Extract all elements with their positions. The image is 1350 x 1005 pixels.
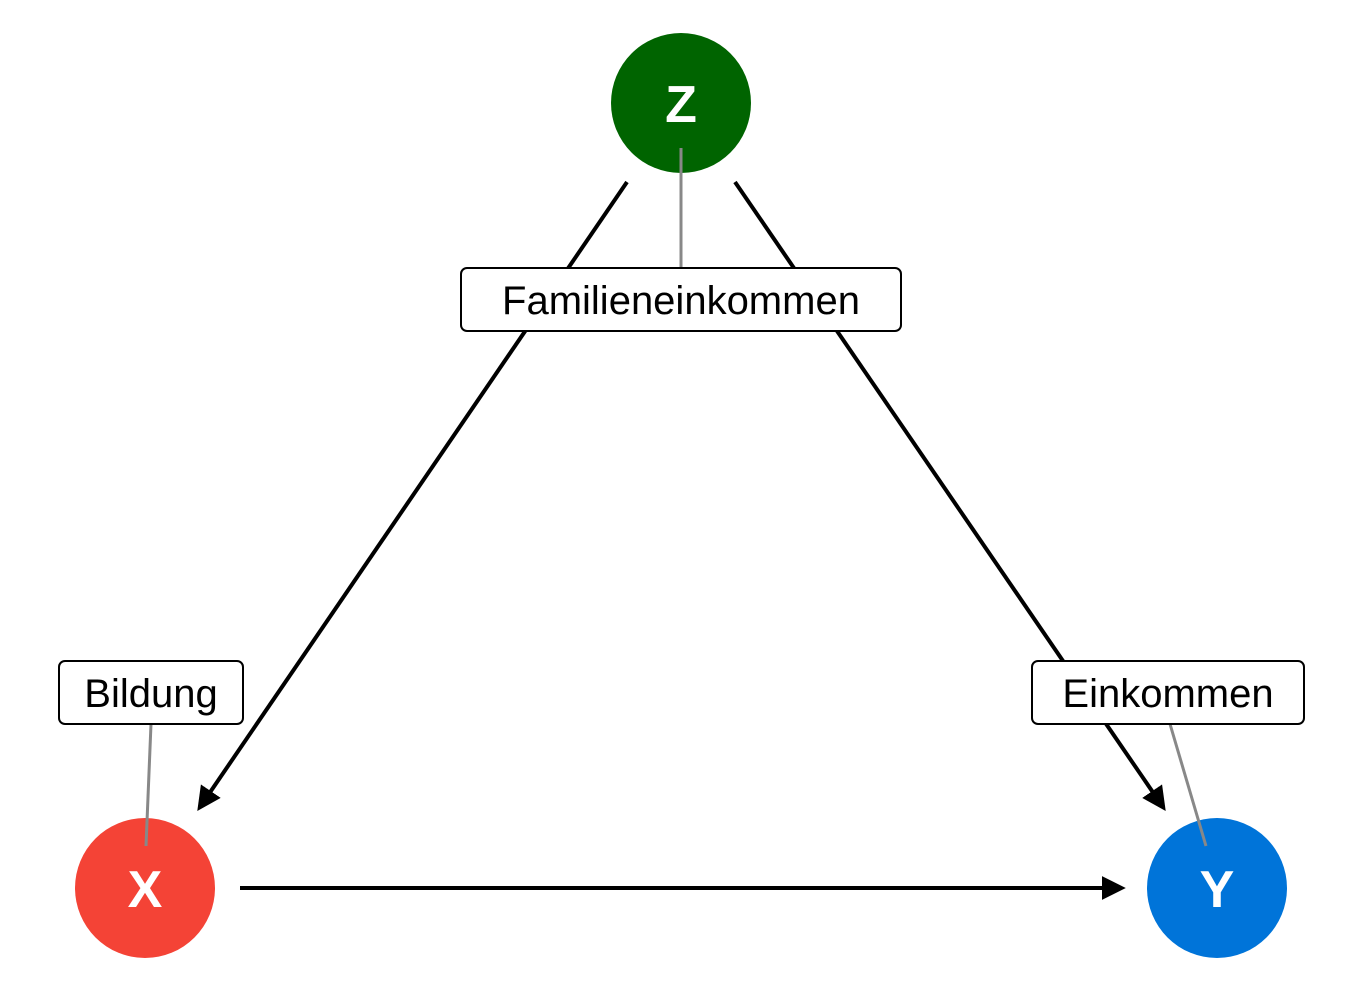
node-y-letter: Y [1200,861,1235,919]
label-y-text: Einkommen [1062,672,1273,716]
node-z-letter: Z [665,76,697,134]
node-z-circle [611,33,751,173]
leader-x [144,723,153,847]
label-y-box [1031,660,1305,725]
label-x-box [58,660,244,725]
node-x-circle [75,818,215,958]
node-x[interactable]: X [75,818,215,958]
label-x-text: Bildung [84,672,217,716]
label-z-box [460,267,902,332]
node-y[interactable]: Y [1147,818,1287,958]
node-x-letter: X [128,861,163,919]
node-y-circle [1147,818,1287,958]
leader-y [1168,723,1208,847]
label-z: Familieneinkommen [460,267,902,332]
label-z-text: Familieneinkommen [502,279,860,323]
node-z[interactable]: Z [611,33,751,173]
label-y: Einkommen [1031,660,1305,725]
label-x: Bildung [58,660,244,725]
